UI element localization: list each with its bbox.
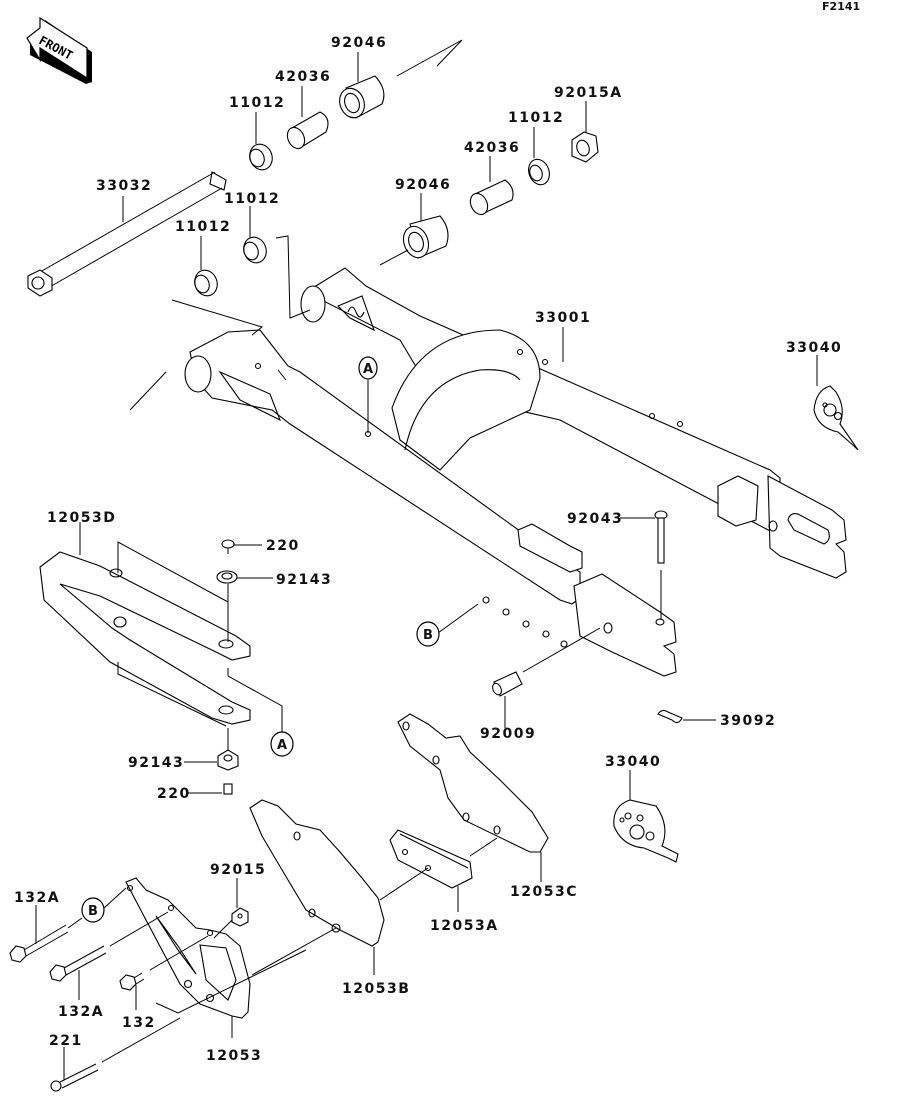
part-label-92043: 92043 [567,511,623,527]
part-label-12053A: 12053A [430,918,499,934]
chain-guide-block [389,829,473,889]
nut-bottom [217,749,239,771]
screw-top [221,539,235,554]
axle-pin [654,510,668,564]
part-label-33040-bottom: 33040 [605,754,661,770]
part-label-11012-right: 11012 [508,110,564,126]
callout-a-swingarm: A [358,356,378,380]
oil-seal-low [194,269,218,297]
swingarm [184,267,847,677]
callout-b-guard: B [81,897,105,923]
oil-seal-right [528,158,550,186]
cotter-clip [657,709,683,724]
part-label-220-bottom: 220 [157,786,191,802]
part-label-132A-top: 132A [14,890,60,906]
chain-guide-plate [249,799,385,947]
bolt-132 [119,972,145,991]
sleeve-top [286,111,329,150]
callout-a-slider: A [270,731,294,757]
part-label-12053B: 12053B [342,981,410,997]
svg-text:B: B [88,904,98,919]
part-label-92143-top: 92143 [276,572,332,588]
part-label-11012-mid: 11012 [224,191,280,207]
part-label-11012-top: 11012 [229,95,285,111]
needle-bearing-mid [402,215,449,259]
chain-adjuster-bottom [613,799,679,863]
part-label-92015: 92015 [210,862,266,878]
nut-92015 [231,907,249,927]
callout-b-swingarm: B [416,621,440,647]
screw-bottom [223,783,233,795]
pivot-shaft [27,171,227,297]
part-label-132A-bottom: 132A [58,1004,104,1020]
svg-text:B: B [423,628,433,643]
bolt-132a-bottom [49,945,107,982]
part-label-33032: 33032 [96,178,152,194]
chain-guide-upper [397,713,549,853]
needle-bearing-top [339,75,385,119]
part-label-92046-top: 92046 [331,35,387,51]
part-label-39092: 39092 [720,713,776,729]
part-label-33001: 33001 [535,310,591,326]
part-label-12053: 12053 [206,1048,262,1064]
screw-221 [50,1063,99,1092]
washer-top [216,570,238,584]
oil-seal-top [249,143,273,171]
chain-adjuster-top [813,385,859,451]
part-label-42036-right: 42036 [464,140,520,156]
svg-text:A: A [277,738,287,753]
part-label-132: 132 [122,1015,156,1031]
part-label-92009: 92009 [480,726,536,742]
part-label-92143-bottom: 92143 [128,755,184,771]
front-direction-arrow-icon: FRONT [26,16,92,84]
adjuster-bolt [492,671,523,697]
part-label-220-top: 220 [266,538,300,554]
chain-slider [39,551,251,725]
svg-text:A: A [363,362,373,377]
part-label-92046-mid: 92046 [395,177,451,193]
part-label-12053D: 12053D [47,510,116,526]
part-label-33040-top: 33040 [786,340,842,356]
part-label-12053C: 12053C [510,884,578,900]
part-label-221: 221 [49,1033,83,1049]
bolt-132a-top [9,924,69,963]
part-label-92015A: 92015A [554,85,623,101]
sleeve-right [469,179,514,216]
pivot-nut [571,131,599,163]
part-label-11012-low: 11012 [175,219,231,235]
oil-seal-mid [243,236,267,264]
part-label-42036-top: 42036 [275,69,331,85]
figure-id: F2141 [822,0,860,13]
